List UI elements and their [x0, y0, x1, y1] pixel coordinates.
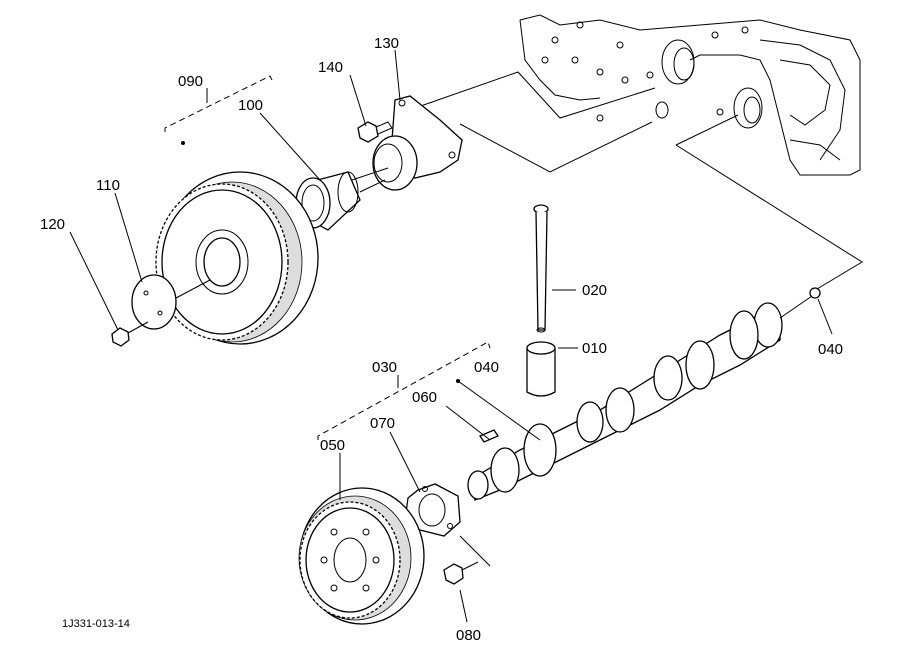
camshaft-040 — [467, 287, 821, 501]
bolt-120 — [111, 321, 149, 347]
thrust-plate-110 — [131, 274, 211, 330]
camshaft-housing-130 — [351, 95, 463, 191]
callout-040-center: 040 — [474, 359, 499, 376]
cam-gear-050 — [298, 487, 425, 625]
tappet-010 — [526, 341, 556, 397]
key-060 — [479, 429, 499, 443]
callout-140: 140 — [318, 59, 343, 76]
callout-120: 120 — [40, 216, 65, 233]
bolt-140 — [357, 121, 393, 143]
assembly-dot-090 — [181, 141, 185, 145]
callout-070: 070 — [370, 415, 395, 432]
callout-090: 090 — [178, 73, 203, 90]
drawing-reference-number: 1J331-013-14 — [62, 618, 130, 630]
thrust-plate-070 — [404, 483, 461, 537]
callout-labels: 090 100 140 130 110 120 020 010 040 030 … — [40, 35, 843, 644]
callout-010: 010 — [582, 340, 607, 357]
callout-100: 100 — [238, 97, 263, 114]
reference-lines — [414, 71, 863, 293]
callout-130: 130 — [374, 35, 399, 52]
assembly-bracket-090 — [164, 75, 273, 132]
callout-080: 080 — [456, 627, 481, 644]
callout-040-right: 040 — [818, 341, 843, 358]
callout-020: 020 — [582, 282, 607, 299]
push-rod-020 — [533, 204, 549, 333]
assembly-bracket-030 — [317, 341, 491, 440]
callout-050: 050 — [320, 437, 345, 454]
callout-110: 110 — [96, 177, 120, 194]
leader-lines — [69, 49, 833, 623]
callout-060: 060 — [412, 389, 437, 406]
engine-block — [519, 14, 861, 176]
idle-gear-090 — [155, 171, 319, 345]
bolt-080 — [443, 561, 479, 585]
callout-030: 030 — [372, 359, 397, 376]
